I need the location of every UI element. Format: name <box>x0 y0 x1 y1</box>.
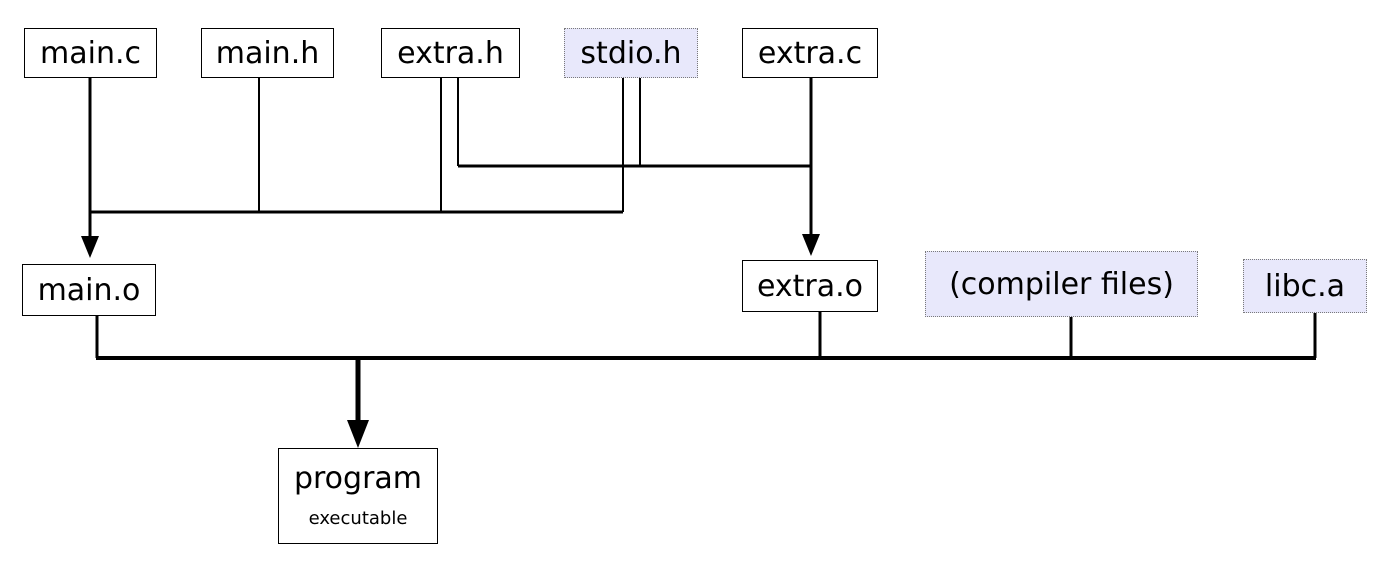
arrowhead-program <box>347 420 369 448</box>
node-extra-o: extra.o <box>742 260 878 312</box>
node-libc-a: libc.a <box>1243 259 1367 313</box>
program-label: program <box>293 461 423 496</box>
program-sublabel: executable <box>308 508 408 529</box>
node-extra-h: extra.h <box>381 28 520 78</box>
arrowhead-extra-o <box>802 234 820 256</box>
node-main-h: main.h <box>201 28 334 78</box>
arrowhead-main-o <box>81 236 99 258</box>
node-program: program executable <box>278 448 438 544</box>
node-main-c: main.c <box>24 28 157 78</box>
node-stdio-h: stdio.h <box>564 28 698 78</box>
node-compiler-files: (compiler files) <box>925 251 1198 317</box>
node-extra-c: extra.c <box>742 28 878 78</box>
node-main-o: main.o <box>22 264 156 316</box>
